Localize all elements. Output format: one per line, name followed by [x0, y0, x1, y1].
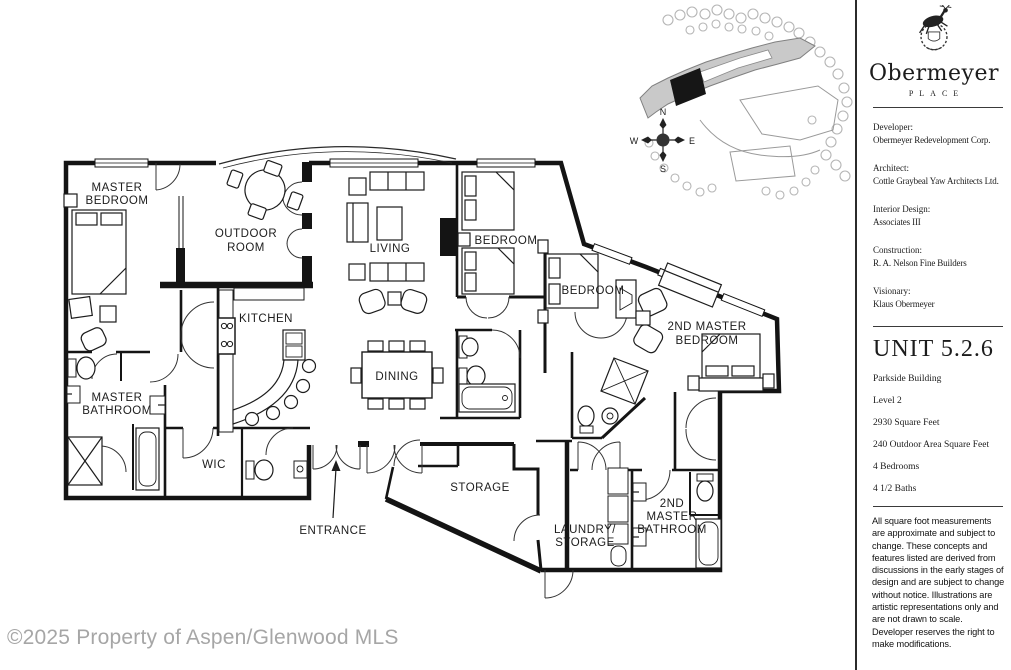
unit-level: Level 2	[873, 396, 902, 406]
label-entrance: ENTRANCE	[299, 525, 366, 537]
laundry-appliances	[607, 467, 629, 567]
bath2-fixtures	[577, 357, 649, 434]
logo-wordmark: Obermeyer	[868, 61, 999, 86]
unit-baths: 4 1/2 Baths	[873, 484, 917, 494]
dining-set	[350, 340, 444, 410]
deer-emblem-icon	[919, 3, 952, 51]
kitchen-fixtures	[217, 287, 317, 433]
label-master-bedroom: BEDROOM	[86, 195, 149, 207]
disclaimer-text: All square foot measurements are approxi…	[872, 516, 1005, 649]
label-master-bathroom: BATHROOM	[82, 405, 152, 417]
label-master-bathroom: MASTER	[92, 392, 143, 404]
label-second-master-bedroom: 2ND MASTER	[667, 321, 746, 333]
unit-bedrooms: 4 Bedrooms	[873, 462, 920, 472]
entrance-arrow	[331, 460, 341, 519]
label-second-master-bedroom: BEDROOM	[676, 335, 739, 347]
powder-room-fixtures	[245, 459, 308, 481]
label-kitchen: KITCHEN	[239, 313, 293, 325]
bedroom1-furniture	[457, 171, 515, 295]
rule-3	[873, 506, 1003, 507]
label-dining: DINING	[375, 371, 418, 383]
master-bed	[71, 209, 127, 295]
label-master-bedroom: MASTER	[92, 182, 143, 194]
label-second-master-bathroom: 2ND	[660, 498, 685, 510]
label-bedroom-mid: BEDROOM	[562, 285, 625, 297]
outdoor-table	[226, 159, 304, 221]
balcony-edge	[218, 146, 457, 169]
site-plan-map: N S W E	[630, 4, 853, 200]
rule-2	[873, 326, 1003, 327]
bath1-fixtures	[458, 335, 516, 413]
unit-building: Parkside Building	[873, 374, 942, 384]
label-wic: WIC	[202, 459, 226, 471]
label-living: LIVING	[370, 243, 411, 255]
label-laundry-storage: LAUNDRY/	[554, 524, 616, 536]
unit-title: UNIT 5.2.6	[873, 336, 994, 362]
label-storage: STORAGE	[450, 482, 510, 494]
wall-piers	[176, 162, 457, 287]
obermeyer-logo: Obermeyer PLACE	[857, 0, 1011, 98]
site-unit-marker	[670, 68, 706, 106]
panel-divider-line	[855, 0, 857, 670]
floor-plan: N S W E	[63, 4, 853, 599]
fireplace-block	[440, 218, 457, 256]
label-outdoor-room: ROOM	[227, 242, 265, 254]
label-laundry-storage: STORAGE	[555, 537, 615, 549]
label-second-master-bathroom: BATHROOM	[637, 524, 707, 536]
site-building-footprint	[639, 37, 839, 182]
label-second-master-bathroom: MASTER	[647, 511, 698, 523]
compass-n: N	[660, 107, 667, 117]
compass-w: W	[630, 136, 639, 146]
nightstand	[63, 193, 78, 208]
sitting-chairs	[68, 295, 117, 352]
logo-place-text: PLACE	[908, 89, 965, 98]
mls-copyright: ©2025 Property of Aspen/Glenwood MLS	[7, 626, 399, 649]
compass-e: E	[689, 136, 695, 146]
bedroom2-furniture	[537, 239, 637, 324]
furniture	[63, 159, 775, 569]
credit-developer: Developer: Obermeyer Redevelopment Corp.	[873, 122, 991, 145]
unit-outdoor-sqft: 240 Outdoor Area Square Feet	[873, 440, 990, 450]
windows	[94, 158, 766, 318]
credit-interior-design: Interior Design: Associates III	[873, 204, 931, 227]
rule-1	[873, 107, 1003, 108]
second-master-furniture	[633, 262, 775, 392]
label-bedroom-top: BEDROOM	[475, 235, 538, 247]
label-outdoor-room: OUTDOOR	[215, 228, 277, 240]
unit-sqft: 2930 Square Feet	[873, 418, 940, 428]
credit-visionary: Visionary: Klaus Obermeyer	[873, 286, 935, 309]
site-trees	[644, 4, 853, 200]
credits-list: Developer: Obermeyer Redevelopment Corp.…	[857, 108, 1011, 311]
info-panel: Obermeyer PLACE Developer: Obermeyer Red…	[857, 0, 1011, 670]
credit-construction: Construction: R. A. Nelson Fine Builders	[873, 245, 967, 268]
compass-s: S	[660, 164, 666, 174]
compass-rose	[641, 118, 685, 162]
master-bath-fixtures	[66, 356, 166, 491]
unit-details: Parkside Building Level 2 2930 Square Fe…	[857, 363, 1011, 494]
living-furniture	[346, 171, 428, 315]
second-master-bath-fixtures	[632, 473, 722, 569]
credit-architect: Architect: Cottle Graybeal Yaw Architect…	[873, 163, 999, 186]
